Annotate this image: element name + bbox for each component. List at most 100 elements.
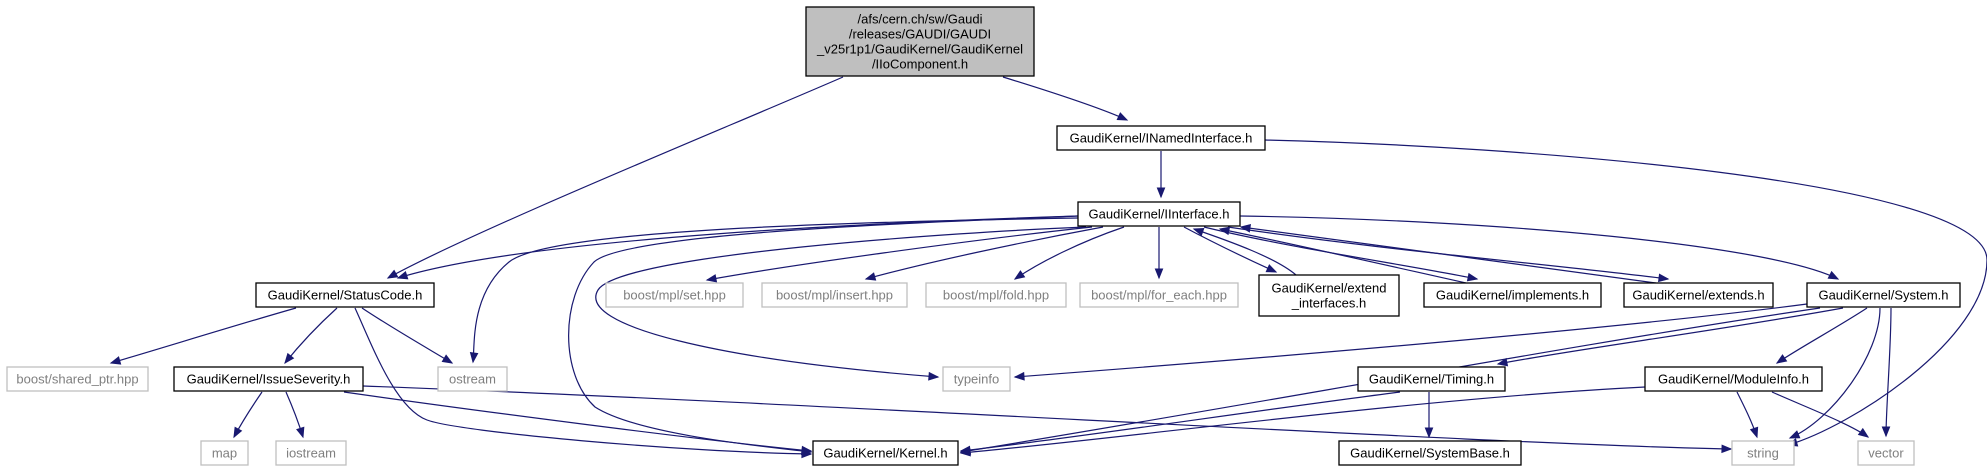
edge-line: [1014, 303, 1808, 378]
node-systembase[interactable]: GaudiKernel/SystemBase.h: [1338, 440, 1522, 466]
node-system[interactable]: GaudiKernel/System.h: [1806, 282, 1961, 308]
node-iinterface[interactable]: GaudiKernel/IInterface.h: [1077, 201, 1241, 227]
node-box: [812, 440, 959, 466]
edge-iinterface-to-kernel: [568, 215, 1079, 456]
edge-line: [362, 385, 1732, 450]
edge-statuscode-to-issuesev: [284, 307, 338, 365]
node-label: _v25r1p1/GaudiKernel/GaudiKernel: [816, 42, 1023, 57]
node-box: [1357, 366, 1506, 392]
edge-line: [706, 226, 1093, 281]
node-box: [1806, 282, 1961, 308]
node-label: GaudiKernel/Timing.h: [1369, 372, 1494, 387]
edge-extendif-to-iinterface: [1192, 227, 1297, 276]
edge-line: [1776, 307, 1868, 364]
arrowhead: [1156, 187, 1166, 199]
node-label: GaudiKernel/INamedInterface.h: [1070, 131, 1253, 146]
arrowhead: [1721, 444, 1733, 454]
arrowhead: [386, 269, 399, 279]
edge-line: [1014, 226, 1125, 280]
arrowhead: [469, 352, 479, 364]
node-map: map: [200, 440, 249, 466]
arrowhead: [1775, 354, 1788, 364]
node-box: [1623, 282, 1774, 308]
node-box: [1857, 440, 1915, 466]
node-extends[interactable]: GaudiKernel/extends.h: [1623, 282, 1774, 308]
node-label: /afs/cern.ch/sw/Gaudi: [858, 12, 983, 27]
node-box: [1644, 366, 1823, 392]
node-box: [1077, 201, 1241, 227]
node-label: map: [212, 446, 237, 461]
edge-line: [397, 215, 1079, 279]
edge-line: [1239, 215, 1839, 280]
edge-system-to-string: [1788, 307, 1881, 439]
node-root[interactable]: /afs/cern.ch/sw/Gaudi/releases/GAUDI/GAU…: [805, 6, 1035, 77]
node-label: typeinfo: [954, 372, 1000, 387]
arrowhead: [1265, 264, 1278, 273]
node-label: _interfaces.h: [1291, 296, 1366, 311]
node-implements[interactable]: GaudiKernel/implements.h: [1423, 282, 1602, 308]
edge-line: [595, 226, 1087, 378]
node-label: GaudiKernel/SystemBase.h: [1350, 446, 1510, 461]
edge-line: [343, 391, 812, 452]
edge-line: [110, 307, 297, 364]
node-moduleinfo[interactable]: GaudiKernel/ModuleInfo.h: [1644, 366, 1823, 392]
edge-line: [1264, 139, 1987, 446]
node-label: boost/shared_ptr.hpp: [16, 372, 138, 387]
node-box: [1338, 440, 1522, 466]
arrowhead: [1154, 268, 1164, 280]
arrowhead: [284, 352, 295, 365]
edge-inamed-to-iinterface: [1156, 151, 1166, 199]
arrowhead: [1857, 427, 1870, 438]
arrowhead: [1466, 272, 1479, 282]
edge-line: [1203, 226, 1478, 280]
edge-system-to-moduleinfo: [1775, 307, 1868, 364]
node-label: GaudiKernel/Kernel.h: [823, 446, 947, 461]
node-inamed[interactable]: GaudiKernel/INamedInterface.h: [1056, 125, 1266, 151]
node-box: [200, 440, 249, 466]
node-timing[interactable]: GaudiKernel/Timing.h: [1357, 366, 1506, 392]
node-box: [1056, 125, 1266, 151]
node-extendif[interactable]: GaudiKernel/extend_interfaces.h: [1258, 274, 1400, 317]
node-label: boost/mpl/for_each.hpp: [1091, 288, 1227, 303]
node-label: boost/mpl/fold.hpp: [943, 288, 1049, 303]
node-label: GaudiKernel/implements.h: [1436, 288, 1589, 303]
arrowhead: [233, 426, 243, 439]
node-statuscode[interactable]: GaudiKernel/StatusCode.h: [255, 282, 435, 308]
edge-iinterface-to-extendif: [1183, 226, 1278, 273]
edge-line: [387, 76, 844, 279]
arrowhead: [441, 354, 454, 364]
node-box: [761, 282, 908, 308]
node-label: string: [1747, 446, 1779, 461]
arrowhead: [705, 274, 718, 283]
node-box: [605, 282, 744, 308]
node-iostream: iostream: [275, 440, 347, 466]
arrowhead: [296, 426, 305, 439]
arrowhead: [959, 447, 971, 457]
arrowhead: [1218, 226, 1231, 236]
node-box: [6, 366, 149, 392]
node-mplforeach: boost/mpl/for_each.hpp: [1079, 282, 1239, 308]
arrowhead: [109, 356, 122, 365]
edge-iinterface-to-system: [1239, 215, 1840, 280]
node-label: GaudiKernel/System.h: [1818, 288, 1948, 303]
node-box: [925, 282, 1067, 308]
node-issuesev[interactable]: GaudiKernel/IssueSeverity.h: [173, 366, 364, 392]
node-kernel[interactable]: GaudiKernel/Kernel.h: [812, 440, 959, 466]
arrowhead: [1496, 357, 1509, 367]
node-box: [173, 366, 364, 392]
edge-iinterface-to-mplset: [705, 226, 1093, 283]
edge-statuscode-to-sharedptr: [109, 307, 297, 365]
edge-line: [1002, 76, 1128, 121]
edge-line: [1497, 307, 1844, 365]
node-box: [437, 366, 508, 392]
edge-line: [568, 215, 1079, 453]
node-box: [275, 440, 347, 466]
arrowhead: [1424, 427, 1434, 439]
edge-system-to-timing: [1496, 307, 1844, 367]
edge-iinterface-to-mplfold: [1013, 226, 1125, 280]
node-label: vector: [1868, 446, 1904, 461]
node-box: [1731, 440, 1795, 466]
edge-moduleinfo-to-vector: [1771, 391, 1870, 438]
node-label: /releases/GAUDI/GAUDI: [849, 27, 991, 42]
